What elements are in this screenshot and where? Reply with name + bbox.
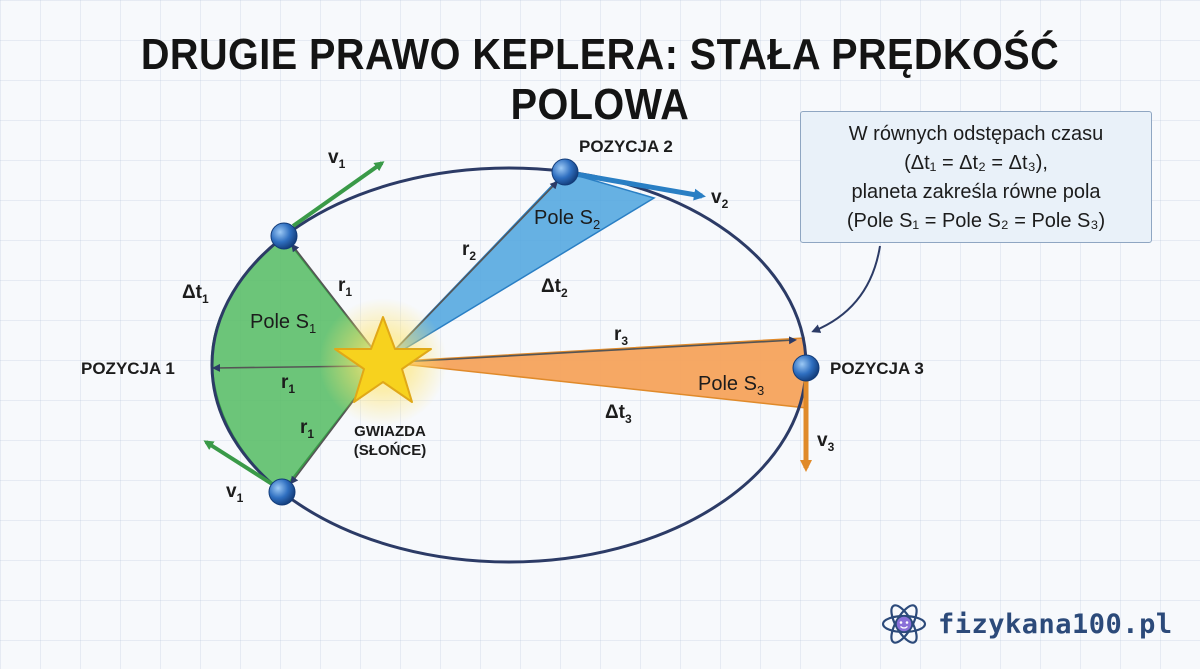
label-star-sun: (SŁOŃCE) [354, 442, 427, 459]
info-line-4: (Pole S₁ = Pole S₂ = Pole S₃) [846, 210, 1106, 232]
info-line-1: W równych odstępach czasu [848, 123, 1104, 145]
label-r2: r2 [462, 239, 476, 263]
velocity-v1-top [291, 161, 385, 228]
label-star-name: GWIAZDA [354, 423, 426, 440]
page-title: DRUGIE PRAWO KEPLERA: STAŁA PRĘDKOŚĆ POL… [140, 30, 1060, 129]
label-v1-top: v1 [328, 147, 346, 171]
label-r1-top: r1 [338, 275, 352, 299]
label-pos3: POZYCJA 3 [830, 359, 924, 378]
site-logo[interactable]: fizykana100.pl [880, 598, 1173, 650]
logo-text: fizykana100.pl [938, 608, 1173, 640]
info-line-3: planeta zakreśla równe pola [851, 181, 1101, 203]
atom-icon [881, 604, 927, 644]
label-v3: v3 [817, 430, 835, 454]
radius-r3 [399, 336, 797, 363]
star-icon [334, 316, 432, 403]
label-r1-left: r1 [281, 372, 295, 396]
label-v1-bottom: v1 [226, 481, 244, 505]
label-area-s1: Pole S1 [250, 311, 316, 336]
label-r1-bottom: r1 [300, 417, 314, 441]
planet-pos2 [551, 158, 579, 186]
label-area-s2: Pole S2 [534, 207, 600, 232]
label-dt1: Δt1 [182, 282, 209, 306]
velocity-v1-bottom [203, 440, 274, 486]
planet-pos1-top [270, 222, 298, 250]
info-box: W równych odstępach czasu (Δt₁ = Δt₂ = Δ… [800, 111, 1152, 243]
label-pos1: POZYCJA 1 [81, 359, 175, 378]
info-line-2: (Δt₁ = Δt₂ = Δt₃), [904, 152, 1048, 174]
callout-arrow [811, 245, 881, 333]
label-area-s3: Pole S3 [698, 373, 764, 398]
velocity-v2 [574, 171, 706, 201]
label-dt2: Δt2 [541, 276, 568, 300]
planet-pos3 [792, 354, 820, 382]
label-r3: r3 [614, 324, 628, 348]
planet-pos1-bottom [268, 478, 296, 506]
label-dt3: Δt3 [605, 402, 632, 426]
label-v2: v2 [711, 187, 729, 211]
label-pos2: POZYCJA 2 [579, 137, 673, 156]
